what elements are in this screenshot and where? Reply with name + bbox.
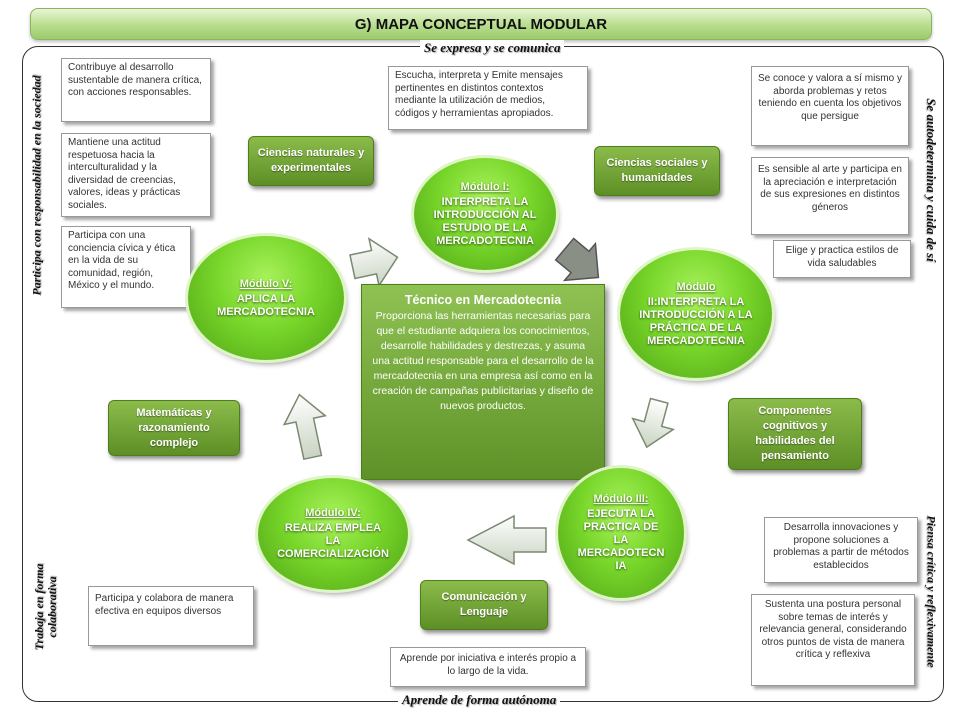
center-tecnico-mercadotecnia: Técnico en Mercadotecnia Proporciona las… bbox=[361, 284, 605, 480]
page-title: G) MAPA CONCEPTUAL MODULAR bbox=[30, 8, 932, 40]
module-2-head: Módulo bbox=[676, 280, 716, 293]
module-3-text: EJECUTA LA PRACTICA DE LA MERCADOTECN IA bbox=[577, 508, 665, 572]
edge-label-top: Se expresa y se comunica bbox=[420, 40, 565, 56]
module-1-head: Módulo I: bbox=[460, 180, 510, 193]
note-aprende: Aprende por iniciativa e interés propio … bbox=[390, 647, 586, 687]
arrow-m2-to-m3 bbox=[631, 397, 676, 449]
note-sustentable: Contribuye al desarrollo sustentable de … bbox=[61, 58, 211, 122]
module-4-head: Módulo IV: bbox=[305, 507, 361, 519]
module-5-head: Módulo V: bbox=[239, 277, 293, 290]
note-interculturalidad: Mantiene una actitud respetuosa hacia la… bbox=[61, 133, 211, 217]
note-innovaciones: Desarrolla innovaciones y propone soluci… bbox=[764, 517, 918, 583]
subject-matematicas: Matemáticas y razonamiento complejo bbox=[108, 400, 240, 456]
module-4: Módulo IV: REALIZA EMPLEA LA COMERCIALIZ… bbox=[258, 478, 408, 590]
note-se-conoce: Se conoce y valora a sí mismo y aborda p… bbox=[751, 66, 909, 146]
subject-comunicacion-lenguaje: Comunicación y Lenguaje bbox=[420, 580, 548, 630]
note-postura: Sustenta una postura personal sobre tema… bbox=[751, 594, 915, 686]
edge-label-bottom: Aprende de forma autónoma bbox=[398, 692, 561, 708]
module-1-text: INTERPRETA LA INTRODUCCIÓN AL ESTUDIO DE… bbox=[433, 195, 537, 247]
arrow-m5-to-m1 bbox=[349, 237, 399, 288]
note-estilos-vida: Elige y practica estilos de vida saludab… bbox=[773, 240, 911, 278]
arrow-m3-to-m4 bbox=[466, 514, 547, 566]
subject-ciencias-sociales: Ciencias sociales y humanidades bbox=[594, 146, 720, 196]
module-2-text: II:INTERPRETA LA INTRODUCCIÓN A LA PRÁCT… bbox=[639, 295, 753, 347]
module-5: Módulo V: APLICA LA MERCADOTECNIA bbox=[188, 236, 344, 360]
module-2: Módulo II:INTERPRETA LA INTRODUCCIÓN A L… bbox=[620, 250, 772, 378]
arrow-m1-to-m2 bbox=[554, 237, 600, 282]
module-3-head: Módulo III: bbox=[593, 493, 649, 505]
center-body: Proporciona las herramientas necesarias … bbox=[372, 310, 594, 412]
module-5-text: APLICA LA MERCADOTECNIA bbox=[217, 292, 315, 318]
subject-ciencias-naturales: Ciencias naturales y experimentales bbox=[248, 136, 374, 186]
arrow-m4-to-m5 bbox=[282, 393, 327, 461]
note-equipos: Participa y colabora de manera efectiva … bbox=[88, 586, 254, 646]
note-escucha: Escucha, interpreta y Emite mensajes per… bbox=[388, 66, 588, 130]
module-4-text: REALIZA EMPLEA LA COMERCIALIZACIÓN bbox=[277, 522, 389, 560]
center-title: Técnico en Mercadotecnia bbox=[404, 293, 562, 307]
subject-componentes-cognitivos: Componentes cognitivos y habilidades del… bbox=[728, 398, 862, 470]
note-conciencia-civica: Participa con una conciencia cívica y ét… bbox=[61, 226, 191, 308]
module-3: Módulo III: EJECUTA LA PRACTICA DE LA ME… bbox=[558, 468, 684, 598]
note-arte: Es sensible al arte y participa en la ap… bbox=[751, 157, 909, 235]
module-1: Módulo I: INTERPRETA LA INTRODUCCIÓN AL … bbox=[414, 158, 556, 270]
